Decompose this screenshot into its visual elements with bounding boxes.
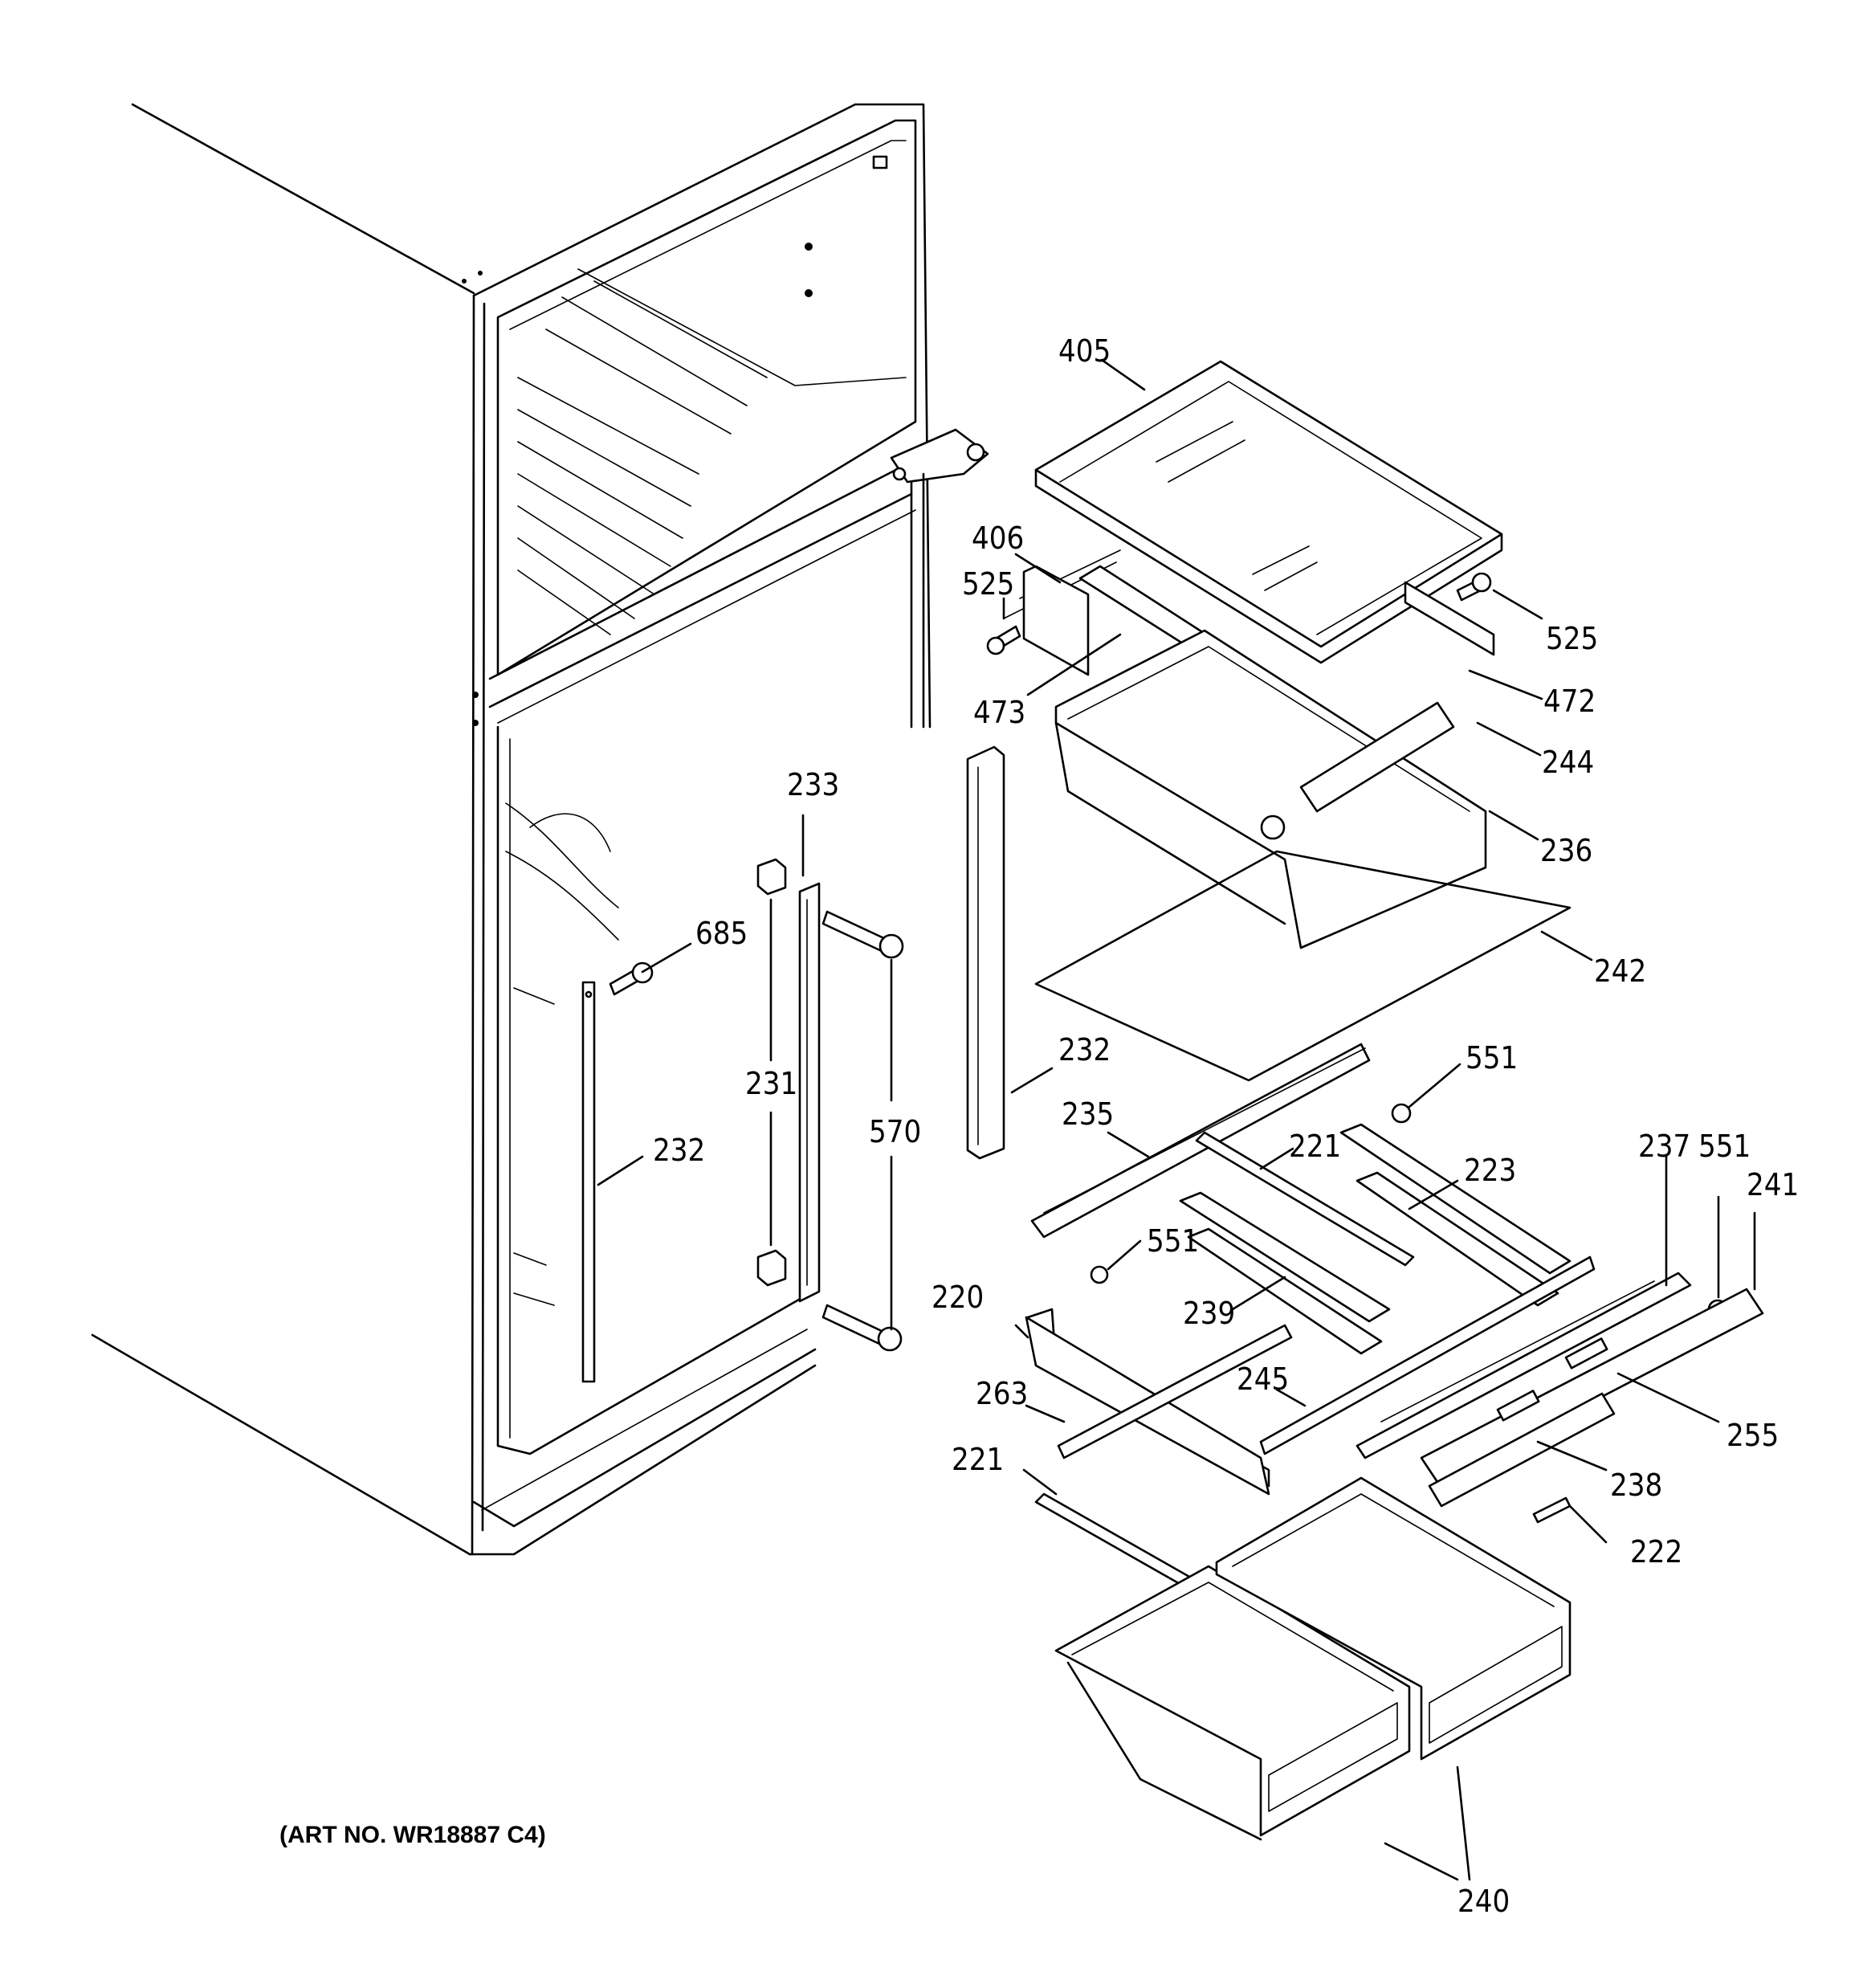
callout-241: 241 xyxy=(1747,1167,1799,1202)
callout-551-right: 551 xyxy=(1698,1129,1751,1164)
callout-231: 231 xyxy=(745,1066,797,1101)
humidity-control-bracket xyxy=(1355,1272,1692,1459)
callout-473: 473 xyxy=(973,695,1025,730)
callout-235: 235 xyxy=(1062,1096,1114,1132)
callout-551-upper: 551 xyxy=(1466,1040,1518,1076)
screw-551-upper xyxy=(1391,1103,1412,1124)
rod-221-upper xyxy=(1195,1131,1415,1267)
callout-263: 263 xyxy=(976,1376,1028,1411)
drawer-cover xyxy=(1299,701,1455,813)
callout-240: 240 xyxy=(1457,1884,1510,1919)
art-number: (ART NO. WR18887 C4) xyxy=(279,1822,546,1848)
callout-525-right: 525 xyxy=(1546,621,1598,656)
humidity-slider-upper xyxy=(1564,1337,1608,1370)
right-shelf-rail xyxy=(966,745,1005,1160)
front-trim-263 xyxy=(1057,1324,1293,1459)
rail-clip-lower xyxy=(756,1249,787,1287)
callout-255: 255 xyxy=(1726,1418,1779,1453)
center-shelf-rail xyxy=(798,882,821,1303)
callout-232-right: 232 xyxy=(1058,1032,1111,1067)
rail-245 xyxy=(1259,1255,1596,1455)
screw-551-middle xyxy=(1090,1265,1109,1284)
callout-242: 242 xyxy=(1594,953,1646,989)
screw-570-upper xyxy=(821,910,904,959)
callout-239: 239 xyxy=(1183,1296,1235,1331)
slide-frame-right xyxy=(1339,1123,1572,1307)
screw-525-right xyxy=(1456,572,1492,602)
callout-labels: 405 406 525 525 473 472 244 236 242 233 … xyxy=(653,333,1799,1919)
callout-236: 236 xyxy=(1540,833,1592,868)
callout-232-left: 232 xyxy=(653,1133,705,1168)
humidity-slider-lower xyxy=(1496,1390,1540,1422)
refrigerator-cabinet xyxy=(91,103,989,1556)
callout-233: 233 xyxy=(787,767,839,802)
callout-472: 472 xyxy=(1543,684,1596,719)
screw-570-lower xyxy=(821,1304,903,1352)
bar-222 xyxy=(1532,1496,1572,1524)
screw-685 xyxy=(609,961,654,996)
callout-223: 223 xyxy=(1464,1153,1516,1188)
callout-237: 237 xyxy=(1638,1129,1690,1164)
crisper-cover-glass xyxy=(1034,850,1572,1082)
leader-lines xyxy=(597,358,1756,1881)
control-cover xyxy=(1420,1288,1764,1508)
callout-221-upper: 221 xyxy=(1289,1129,1341,1164)
callout-222: 222 xyxy=(1630,1534,1682,1570)
callout-525-left: 525 xyxy=(962,566,1014,602)
slide-frame-left xyxy=(1179,1191,1391,1355)
snack-drawer xyxy=(1054,629,1487,949)
screw-525-left xyxy=(986,625,1021,655)
callout-551-middle: 551 xyxy=(1147,1223,1199,1259)
callout-570: 570 xyxy=(869,1114,921,1149)
crisper-drawer-right xyxy=(1215,1476,1572,1761)
callout-220: 220 xyxy=(932,1280,984,1315)
left-shelf-rail xyxy=(581,981,596,1383)
crisper-drawer-left xyxy=(1054,1565,1411,1841)
callout-244: 244 xyxy=(1542,745,1594,780)
callout-238: 238 xyxy=(1610,1468,1662,1503)
callout-405: 405 xyxy=(1058,333,1111,369)
callout-221-lower: 221 xyxy=(952,1442,1004,1477)
callout-245: 245 xyxy=(1237,1361,1289,1397)
callout-685: 685 xyxy=(695,916,748,951)
callout-406: 406 xyxy=(972,520,1024,556)
glass-shelf xyxy=(1034,360,1503,664)
rail-clip-upper xyxy=(756,858,787,896)
